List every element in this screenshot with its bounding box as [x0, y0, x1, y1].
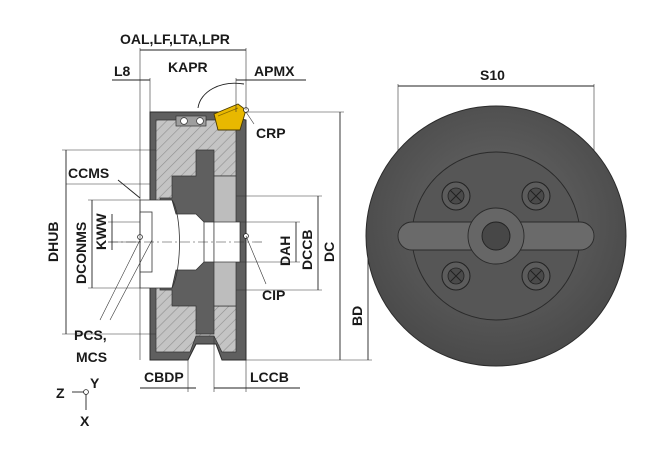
screw-head-icon [180, 117, 188, 125]
insert-edge [217, 107, 239, 117]
label-l8: L8 [114, 63, 131, 79]
label-pcs: PCS, [74, 327, 107, 343]
label-dccb: DCCB [299, 230, 315, 270]
label-dconms: DCONMS [73, 222, 89, 284]
center-bore-icon [481, 221, 511, 251]
label-ccms: CCMS [68, 165, 109, 181]
label-oal: OAL,LF,LTA,LPR [120, 31, 230, 47]
front-face-view: S10 [365, 67, 627, 367]
bore-flange [171, 199, 180, 289]
label-dc: DC [321, 242, 337, 262]
clamp-screw [175, 115, 207, 127]
side-section-view [108, 103, 262, 361]
section-hatch [155, 119, 237, 353]
screw-head-icon-2 [196, 117, 204, 125]
bolt-hole-top-left [441, 181, 471, 211]
label-cbdp: CBDP [144, 369, 184, 385]
label-kapr: KAPR [168, 59, 208, 75]
side-labels: OAL,LF,LTA,LPR L8 KAPR APMX CRP CCMS DHU… [45, 31, 365, 429]
side-dimensions [62, 48, 372, 392]
label-mcs: MCS [76, 349, 107, 365]
label-axis-z: Z [56, 385, 65, 401]
label-axis-x: X [80, 413, 90, 429]
bolt-hole-top-right [521, 181, 551, 211]
label-apmx: APMX [254, 63, 295, 79]
cutting-insert [213, 103, 247, 131]
label-crp: CRP [256, 125, 286, 141]
bolt-hole-bottom-right [521, 261, 551, 291]
bolt-hole-bottom-left [441, 261, 471, 291]
label-dhub: DHUB [45, 222, 61, 262]
label-dah: DAH [277, 236, 293, 266]
label-s10: S10 [480, 67, 505, 83]
coordinate-axes-icon [72, 389, 89, 410]
label-axis-y: Y [90, 375, 100, 391]
label-bd: BD [349, 306, 365, 326]
label-lccb: LCCB [250, 369, 289, 385]
label-cip: CIP [262, 287, 285, 303]
label-kww: KWW [93, 213, 109, 250]
